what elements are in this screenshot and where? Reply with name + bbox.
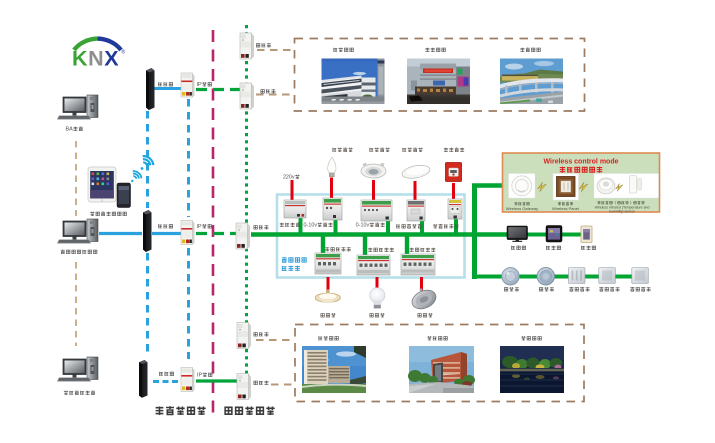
svg-text:IP: IP bbox=[197, 82, 202, 88]
svg-text:humidity) sensor: humidity) sensor bbox=[609, 210, 636, 214]
svg-text:220v: 220v bbox=[283, 175, 295, 181]
svg-text:Wireless control mode: Wireless control mode bbox=[543, 159, 618, 166]
svg-text:Wireless Panel: Wireless Panel bbox=[552, 206, 579, 211]
svg-text:Wireless infrared (Temperature: Wireless infrared (Temperature and bbox=[595, 206, 650, 210]
svg-text:IP: IP bbox=[197, 224, 202, 230]
svg-text:®: ® bbox=[122, 49, 126, 56]
svg-text:0-10v: 0-10v bbox=[304, 223, 318, 229]
svg-text:0-10v: 0-10v bbox=[356, 223, 370, 229]
svg-text:BA: BA bbox=[65, 127, 73, 133]
svg-text:KNX: KNX bbox=[72, 47, 119, 71]
svg-text:IP: IP bbox=[197, 373, 202, 379]
svg-text:Wireless Gateway: Wireless Gateway bbox=[506, 206, 538, 211]
